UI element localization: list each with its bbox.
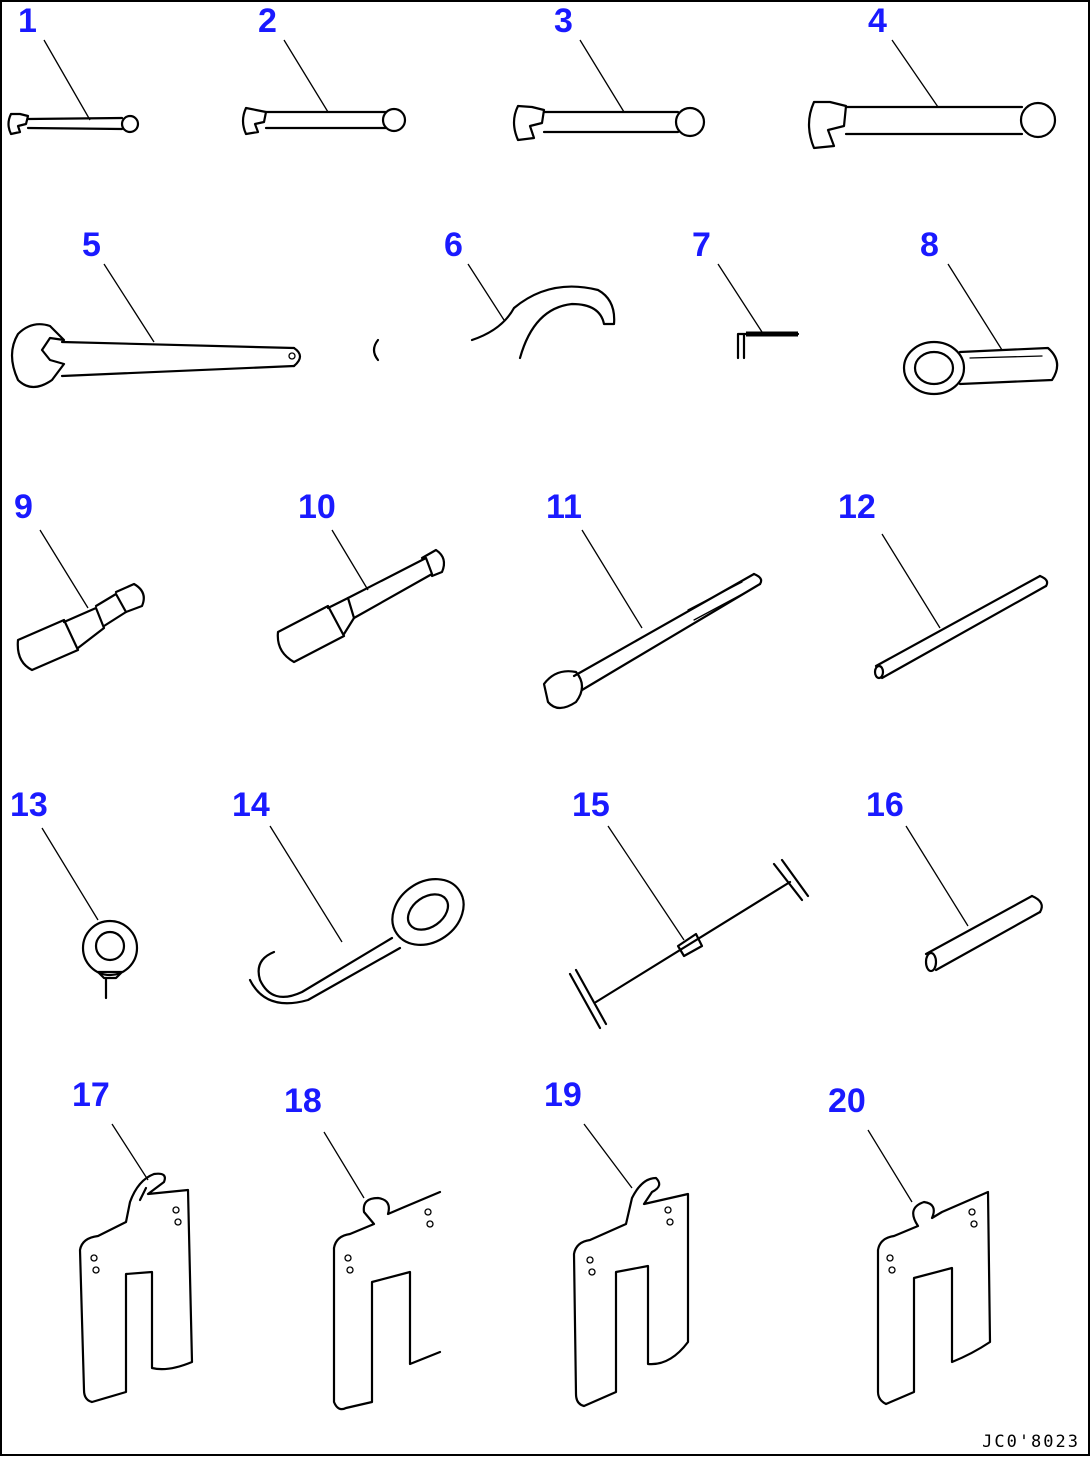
callout-2: 2 — [258, 2, 277, 40]
pin-16-icon — [905, 825, 1043, 973]
open-end-wrench-5-icon — [10, 263, 302, 389]
callout-15: 15 — [572, 786, 610, 824]
callout-12: 12 — [838, 488, 876, 526]
callout-3: 3 — [554, 2, 573, 40]
callout-5: 5 — [82, 226, 101, 264]
callout-9: 9 — [14, 488, 33, 526]
callout-4: 4 — [868, 2, 887, 40]
drawing-code: JC0'8023 — [982, 1432, 1080, 1452]
shim-17-icon — [78, 1123, 194, 1404]
callout-1: 1 — [18, 2, 37, 40]
wrench-2-icon — [241, 39, 407, 136]
t-handle-gauge-15-icon — [568, 825, 810, 1030]
callout-7: 7 — [692, 226, 711, 264]
ring-wrench-8-icon — [902, 263, 1059, 396]
wrench-3-icon — [512, 39, 706, 142]
socket-wrench-10-icon — [276, 529, 446, 664]
callout-6: 6 — [444, 226, 463, 264]
wrench-1-icon — [7, 39, 140, 136]
callout-19: 19 — [544, 1076, 582, 1114]
callout-17: 17 — [72, 1076, 110, 1114]
shim-19-icon — [572, 1123, 690, 1408]
callout-18: 18 — [284, 1082, 322, 1120]
callout-13: 13 — [10, 786, 48, 824]
hex-key-7-icon — [717, 263, 800, 360]
hook-bar-14-icon — [248, 825, 465, 1005]
hook-spanner-6-icon — [372, 263, 616, 362]
callout-20: 20 — [828, 1082, 866, 1120]
shim-20-icon — [867, 1129, 992, 1406]
extension-bar-12-icon — [873, 533, 1049, 680]
ratchet-handle-11-icon — [542, 529, 763, 710]
callout-10: 10 — [298, 488, 336, 526]
wrench-4-icon — [807, 39, 1057, 150]
callout-8: 8 — [920, 226, 939, 264]
shim-18-icon — [323, 1131, 442, 1411]
socket-wrench-9-icon — [16, 529, 145, 672]
callout-16: 16 — [866, 786, 904, 824]
eye-bolt-13-icon — [41, 827, 139, 1000]
callout-14: 14 — [232, 786, 270, 824]
callout-11: 11 — [546, 488, 582, 526]
